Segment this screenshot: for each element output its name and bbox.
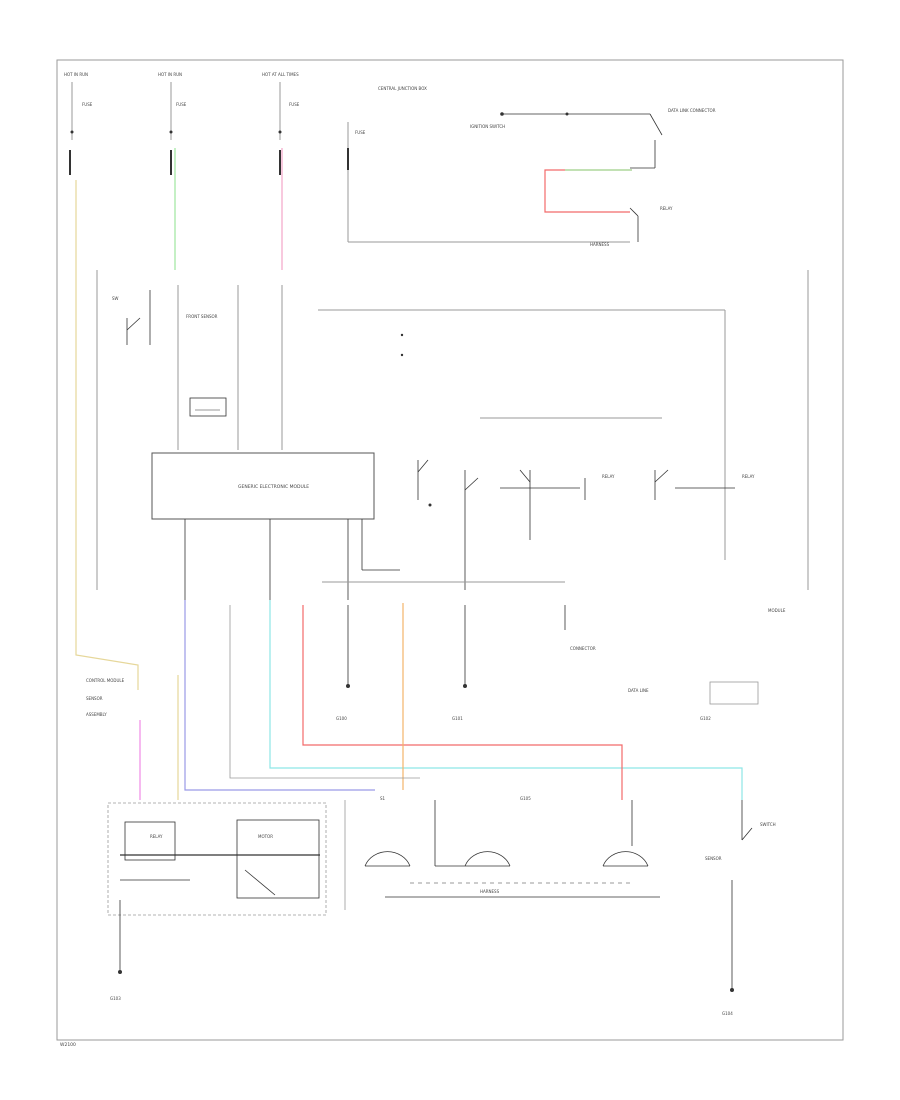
gauge-2 xyxy=(434,800,511,867)
label-ground-1: G100 xyxy=(336,716,347,721)
diagram-id: W2100 xyxy=(60,1042,76,1048)
wire-red xyxy=(302,605,623,800)
label-data-link: DATA LINK CONNECTOR xyxy=(668,108,716,113)
ground-1: G100 xyxy=(336,605,350,721)
generic-electronic-module xyxy=(151,452,375,520)
label-hot-at-all-times: HOT AT ALL TIMES xyxy=(262,72,299,77)
central-junction-area: CENTRAL JUNCTION BOX FUSE HARNESS IGNITI… xyxy=(347,86,716,247)
wire-cyan xyxy=(269,600,743,800)
label-ground-4: G103 xyxy=(110,996,121,1001)
label-front-sensor: FRONT SENSOR xyxy=(186,314,218,319)
label-harness-right: HARNESS xyxy=(590,242,610,247)
label-fuse-1: FUSE xyxy=(82,102,93,107)
label-harness-left: HARNESS xyxy=(480,889,500,894)
sensor-box xyxy=(189,397,227,417)
label-module: MODULE xyxy=(768,608,786,613)
ground-5: G104 SWITCH SENSOR xyxy=(705,800,776,1016)
svg-text:DATA LINE: DATA LINE xyxy=(628,688,649,693)
left-switch: SW FRONT SENSOR xyxy=(112,290,218,345)
wire-blue xyxy=(184,600,375,791)
label-splice: S1 xyxy=(380,796,386,801)
ground-3: CONNECTOR DATA LINE G102 xyxy=(564,605,759,721)
label-ground-2: G101 xyxy=(452,716,463,721)
wire-red-top xyxy=(544,169,632,213)
label-central-junction: CENTRAL JUNCTION BOX xyxy=(378,86,427,91)
svg-text:SENSOR: SENSOR xyxy=(705,856,722,861)
svg-text:RELAY: RELAY xyxy=(602,474,615,479)
label-ground-5: G104 xyxy=(722,1011,733,1016)
label-ground-6: G105 xyxy=(520,796,531,801)
label-hot-in-run-2: HOT IN RUN xyxy=(158,72,182,77)
feed-hot-in-run-1: HOT IN RUN FUSE xyxy=(64,72,93,175)
label-ignition-switch: IGNITION SWITCH xyxy=(470,124,505,129)
label-generic-module: GENERIC ELECTRONIC MODULE xyxy=(238,484,309,490)
feed-hot-in-run-2: HOT IN RUN FUSE xyxy=(158,72,187,175)
svg-text:RELAY: RELAY xyxy=(742,474,755,479)
svg-text:SENSOR: SENSOR xyxy=(86,696,103,701)
label-ground-3: G102 xyxy=(700,716,711,721)
diagram-frame xyxy=(56,59,844,1041)
gauge-3 xyxy=(602,800,649,867)
svg-text:MOTOR: MOTOR xyxy=(258,834,273,839)
label-fuse-3: FUSE xyxy=(289,102,300,107)
svg-text:CONNECTOR: CONNECTOR xyxy=(570,646,596,651)
label-fuse-4: FUSE xyxy=(355,130,366,135)
label-fuse-2: FUSE xyxy=(176,102,187,107)
label-relay: RELAY xyxy=(660,206,673,211)
svg-text:ASSEMBLY: ASSEMBLY xyxy=(86,712,107,717)
right-switch-cluster: RELAY RELAY xyxy=(400,333,755,590)
svg-text:SWITCH: SWITCH xyxy=(760,822,776,827)
feed-hot-at-all-times: HOT AT ALL TIMES FUSE xyxy=(262,72,300,175)
wire-yellow xyxy=(75,180,139,690)
svg-text:RELAY: RELAY xyxy=(150,834,163,839)
gauge-1 xyxy=(364,851,411,867)
ground-2: G101 xyxy=(452,605,467,721)
label-control-unit: CONTROL MODULE xyxy=(86,678,125,683)
svg-text:SW: SW xyxy=(112,296,119,301)
label-hot-in-run-1: HOT IN RUN xyxy=(64,72,88,77)
